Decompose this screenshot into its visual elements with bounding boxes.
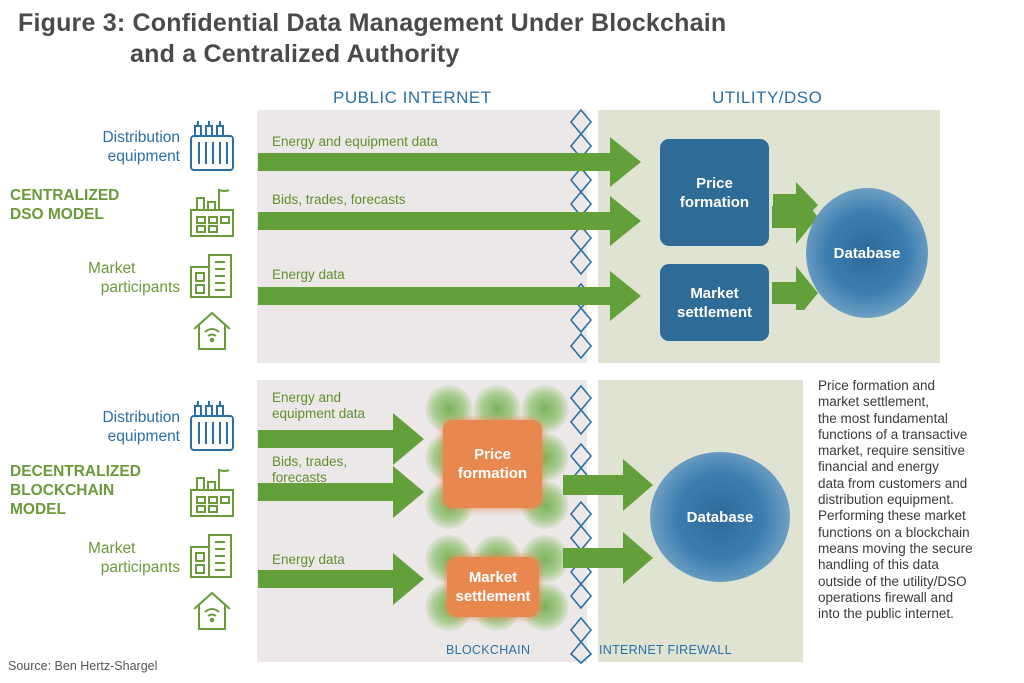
arrow-b-price-to-db — [563, 459, 653, 511]
top-public-panel — [257, 110, 587, 363]
centralized-label-line1: CENTRALIZED — [10, 187, 120, 204]
arrow-b-label-2-line1: Bids, trades, — [272, 454, 348, 469]
centralized-model-label: CENTRALIZED DSO MODEL — [10, 186, 119, 224]
utility-dso-header: UTILITY/DSO — [712, 88, 823, 107]
top-market-line2: participants — [100, 279, 180, 296]
arrow-b-settle-to-db — [563, 532, 653, 584]
arrow-label-energy-data: Energy data — [272, 267, 345, 282]
top-distribution-line2: equipment — [107, 148, 180, 165]
building-icon — [190, 534, 232, 578]
price-box-line2: formation — [679, 193, 750, 211]
top-distribution-label: Distribution equipment — [60, 128, 180, 166]
b-price-box-line1: Price — [474, 446, 511, 463]
top-distribution-line1: Distribution — [102, 129, 180, 146]
source-note: Source: Ben Hertz-Shargel — [8, 659, 158, 673]
title-line-1: Figure 3: Confidential Data Management U… — [18, 9, 727, 37]
settle-box-line1: Market — [690, 284, 739, 302]
arrow-b-energy-data — [258, 553, 424, 605]
arrow-b-label-energy-data: Energy data — [272, 552, 345, 567]
factory-icon — [190, 188, 234, 237]
description-line: distribution equipment. — [818, 492, 954, 508]
description-line: functions on a blockchain — [818, 524, 970, 540]
bottom-distribution-line2: equipment — [107, 428, 180, 445]
description-line: financial and energy — [818, 459, 939, 475]
bottom-distribution-line1: Distribution — [102, 409, 180, 426]
bottom-market-line1: Market — [88, 540, 136, 557]
description-line: handling of this data — [818, 557, 939, 573]
settle-box-line2: settlement — [676, 303, 753, 321]
arrow-bids — [258, 196, 641, 246]
arrow-energy-data — [258, 271, 641, 321]
centralized-label-line2: DSO MODEL — [10, 206, 104, 223]
top-database: Database — [806, 188, 928, 318]
blockchain-price-formation-box: Price formation — [443, 420, 542, 508]
bottom-market-line2: participants — [100, 559, 180, 576]
b-price-box-line2: formation — [457, 465, 528, 482]
arrow-b-label-1-line1: Energy and — [272, 390, 342, 405]
figure-title: Figure 3: Confidential Data Management U… — [18, 8, 778, 70]
public-internet-header: PUBLIC INTERNET — [333, 88, 492, 107]
description-line: data from customers and — [818, 475, 968, 491]
description-line: functions of a transactive — [818, 426, 968, 442]
bottom-database: Database — [650, 452, 790, 582]
arrow-b-label-1-line2: equipment data — [272, 406, 366, 421]
b-settle-box-line1: Market — [468, 569, 518, 586]
decentralized-label-line1: DECENTRALIZED — [10, 463, 141, 480]
description-line: means moving the secure — [818, 540, 973, 556]
description-paragraph: Price formation and market settlement, t… — [818, 378, 1018, 622]
bottom-distribution-label: Distribution equipment — [60, 408, 180, 446]
factory-icon — [190, 468, 234, 517]
top-small-arrows — [772, 190, 818, 310]
bottom-arrows — [258, 413, 653, 605]
home-wifi-icon — [193, 311, 231, 350]
arrow-b-label-2-line2: forecasts — [272, 470, 327, 485]
building-icon — [190, 254, 232, 298]
home-wifi-icon — [193, 591, 231, 630]
top-market-line1: Market — [88, 260, 136, 277]
arrow-label-energy-equipment: Energy and equipment data — [272, 134, 438, 149]
arrow-settle-to-db — [772, 266, 818, 310]
price-box-line1: Price — [696, 174, 733, 192]
transformer-icon — [190, 121, 234, 171]
blockchain-market-settlement-box: Market settlement — [447, 557, 539, 617]
description-line: Performing these market — [818, 508, 966, 524]
description-line: Price formation and — [818, 378, 936, 393]
description-line: the most fundamental — [818, 410, 948, 426]
bottom-market-label: Market participants — [60, 539, 180, 577]
arrow-price-to-db — [772, 190, 818, 244]
description-line: market, require sensitive — [818, 443, 966, 459]
decentralized-model-label: DECENTRALIZED BLOCKCHAIN MODEL — [10, 462, 141, 519]
description-line: outside of the utility/DSO — [818, 573, 967, 589]
arrow-energy-equipment — [258, 137, 641, 187]
arrow-b-bids — [258, 466, 424, 518]
arrow-b-energy-equipment — [258, 413, 424, 465]
decentralized-label-line3: MODEL — [10, 501, 66, 518]
arrow-b-label-energy-equipment: Energy and equipment data — [272, 390, 365, 422]
description-line: into the public internet. — [818, 606, 954, 622]
b-settle-box-line2: settlement — [455, 588, 531, 605]
title-line-2: and a Centralized Authority — [130, 40, 460, 68]
blockchain-label: BLOCKCHAIN — [446, 643, 531, 657]
transformer-icon — [190, 401, 234, 451]
arrow-label-bids: Bids, trades, forecasts — [272, 192, 406, 207]
top-market-label: Market participants — [60, 259, 180, 297]
decentralized-label-line2: BLOCKCHAIN — [10, 482, 115, 499]
description-line: market settlement, — [818, 394, 930, 410]
internet-firewall-label: INTERNET FIREWALL — [599, 643, 732, 657]
arrow-b-label-bids: Bids, trades, forecasts — [272, 454, 347, 486]
description-line: operations firewall and — [818, 589, 954, 605]
